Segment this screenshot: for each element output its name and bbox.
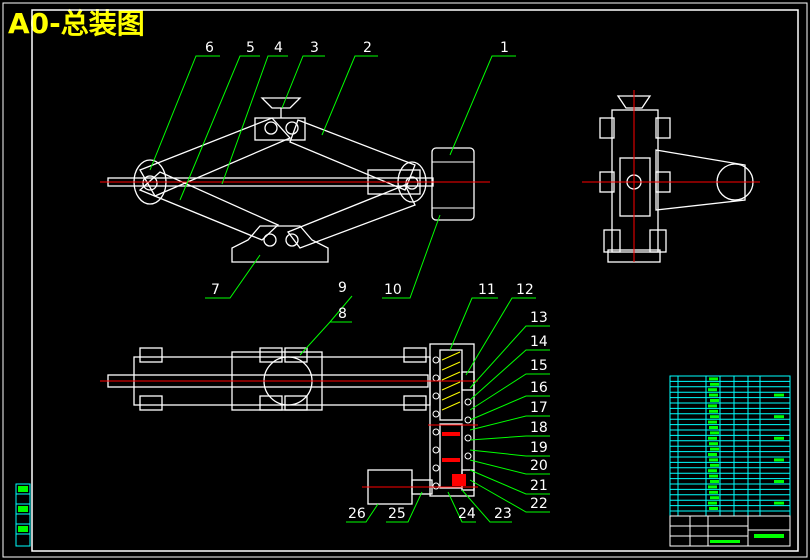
callout-19: 19: [530, 440, 548, 456]
table-cell-mark: [709, 393, 718, 397]
table-cell-mark: [709, 474, 718, 478]
table-cell-mark: [710, 447, 719, 451]
callout-11: 11: [478, 282, 496, 298]
callout-9: 9: [338, 280, 347, 296]
centerlines: [100, 90, 760, 488]
callout-1: 1: [500, 40, 509, 56]
table-cell-mark: [774, 393, 784, 397]
callout-13: 13: [530, 310, 548, 326]
callout-16: 16: [530, 380, 548, 396]
table-cell-mark: [774, 436, 784, 440]
table-cell-mark: [710, 480, 719, 483]
callout-20: 20: [530, 458, 548, 474]
callout-6: 6: [205, 40, 214, 56]
table-cell-mark: [709, 426, 718, 429]
table-cell-mark: [774, 480, 784, 483]
callout-numbers: 1 2 3 4 5 6 7 8 9 10 11 12 13 14 15 16 1…: [205, 40, 548, 522]
table-cell-mark: [710, 415, 719, 419]
parts-list-marks: [708, 377, 784, 510]
title-block: [669, 515, 791, 547]
table-cell-mark: [708, 501, 717, 505]
margin-strip: [15, 483, 31, 547]
table-cell-mark: [708, 388, 717, 392]
parts-list-table: [669, 375, 791, 517]
callout-5: 5: [246, 40, 255, 56]
table-cell-mark: [710, 463, 719, 467]
callout-4: 4: [274, 40, 283, 56]
callout-22: 22: [530, 496, 548, 512]
table-cell-mark: [709, 442, 718, 446]
inner-frame: [31, 9, 799, 552]
table-cell-mark: [774, 415, 784, 419]
callout-26: 26: [348, 506, 366, 522]
crank-handle: [431, 147, 475, 221]
title-block-marks: [710, 534, 784, 543]
leader-lines: [149, 55, 550, 523]
table-cell-mark: [709, 507, 718, 510]
callout-10: 10: [384, 282, 402, 298]
table-cell-mark: [709, 377, 718, 381]
callout-25: 25: [388, 506, 406, 522]
callout-14: 14: [530, 334, 548, 350]
table-cell-mark: [708, 436, 717, 440]
table-cell-mark: [708, 420, 717, 424]
table-cell-mark: [709, 490, 718, 494]
callout-23: 23: [494, 506, 512, 522]
callout-17: 17: [530, 400, 548, 416]
callout-3: 3: [310, 40, 319, 56]
callout-21: 21: [530, 478, 548, 494]
table-cell-mark: [709, 409, 718, 413]
table-cell-mark: [710, 496, 719, 500]
callout-8: 8: [338, 306, 347, 322]
section-hatching: [441, 351, 461, 411]
table-cell-mark: [708, 485, 717, 489]
table-cell-mark: [774, 458, 784, 462]
section-view: [107, 343, 475, 505]
callout-7: 7: [211, 282, 220, 298]
section-gears: [442, 432, 466, 486]
table-cell-mark: [710, 431, 719, 435]
table-cell-mark: [708, 453, 717, 456]
table-cell-mark: [710, 382, 719, 386]
table-cell-mark: [710, 399, 719, 402]
table-cell-mark: [708, 469, 717, 473]
callout-24: 24: [458, 506, 476, 522]
callout-18: 18: [530, 420, 548, 436]
callout-12: 12: [516, 282, 534, 298]
callout-2: 2: [363, 40, 372, 56]
section-bolts: [432, 356, 472, 490]
table-cell-mark: [774, 501, 784, 505]
front-view-holes: [142, 121, 419, 247]
callout-15: 15: [530, 358, 548, 374]
table-cell-mark: [709, 458, 718, 462]
drawing-title: A0-总装图: [8, 7, 145, 40]
side-view: [599, 95, 754, 263]
table-cell-mark: [708, 404, 717, 408]
